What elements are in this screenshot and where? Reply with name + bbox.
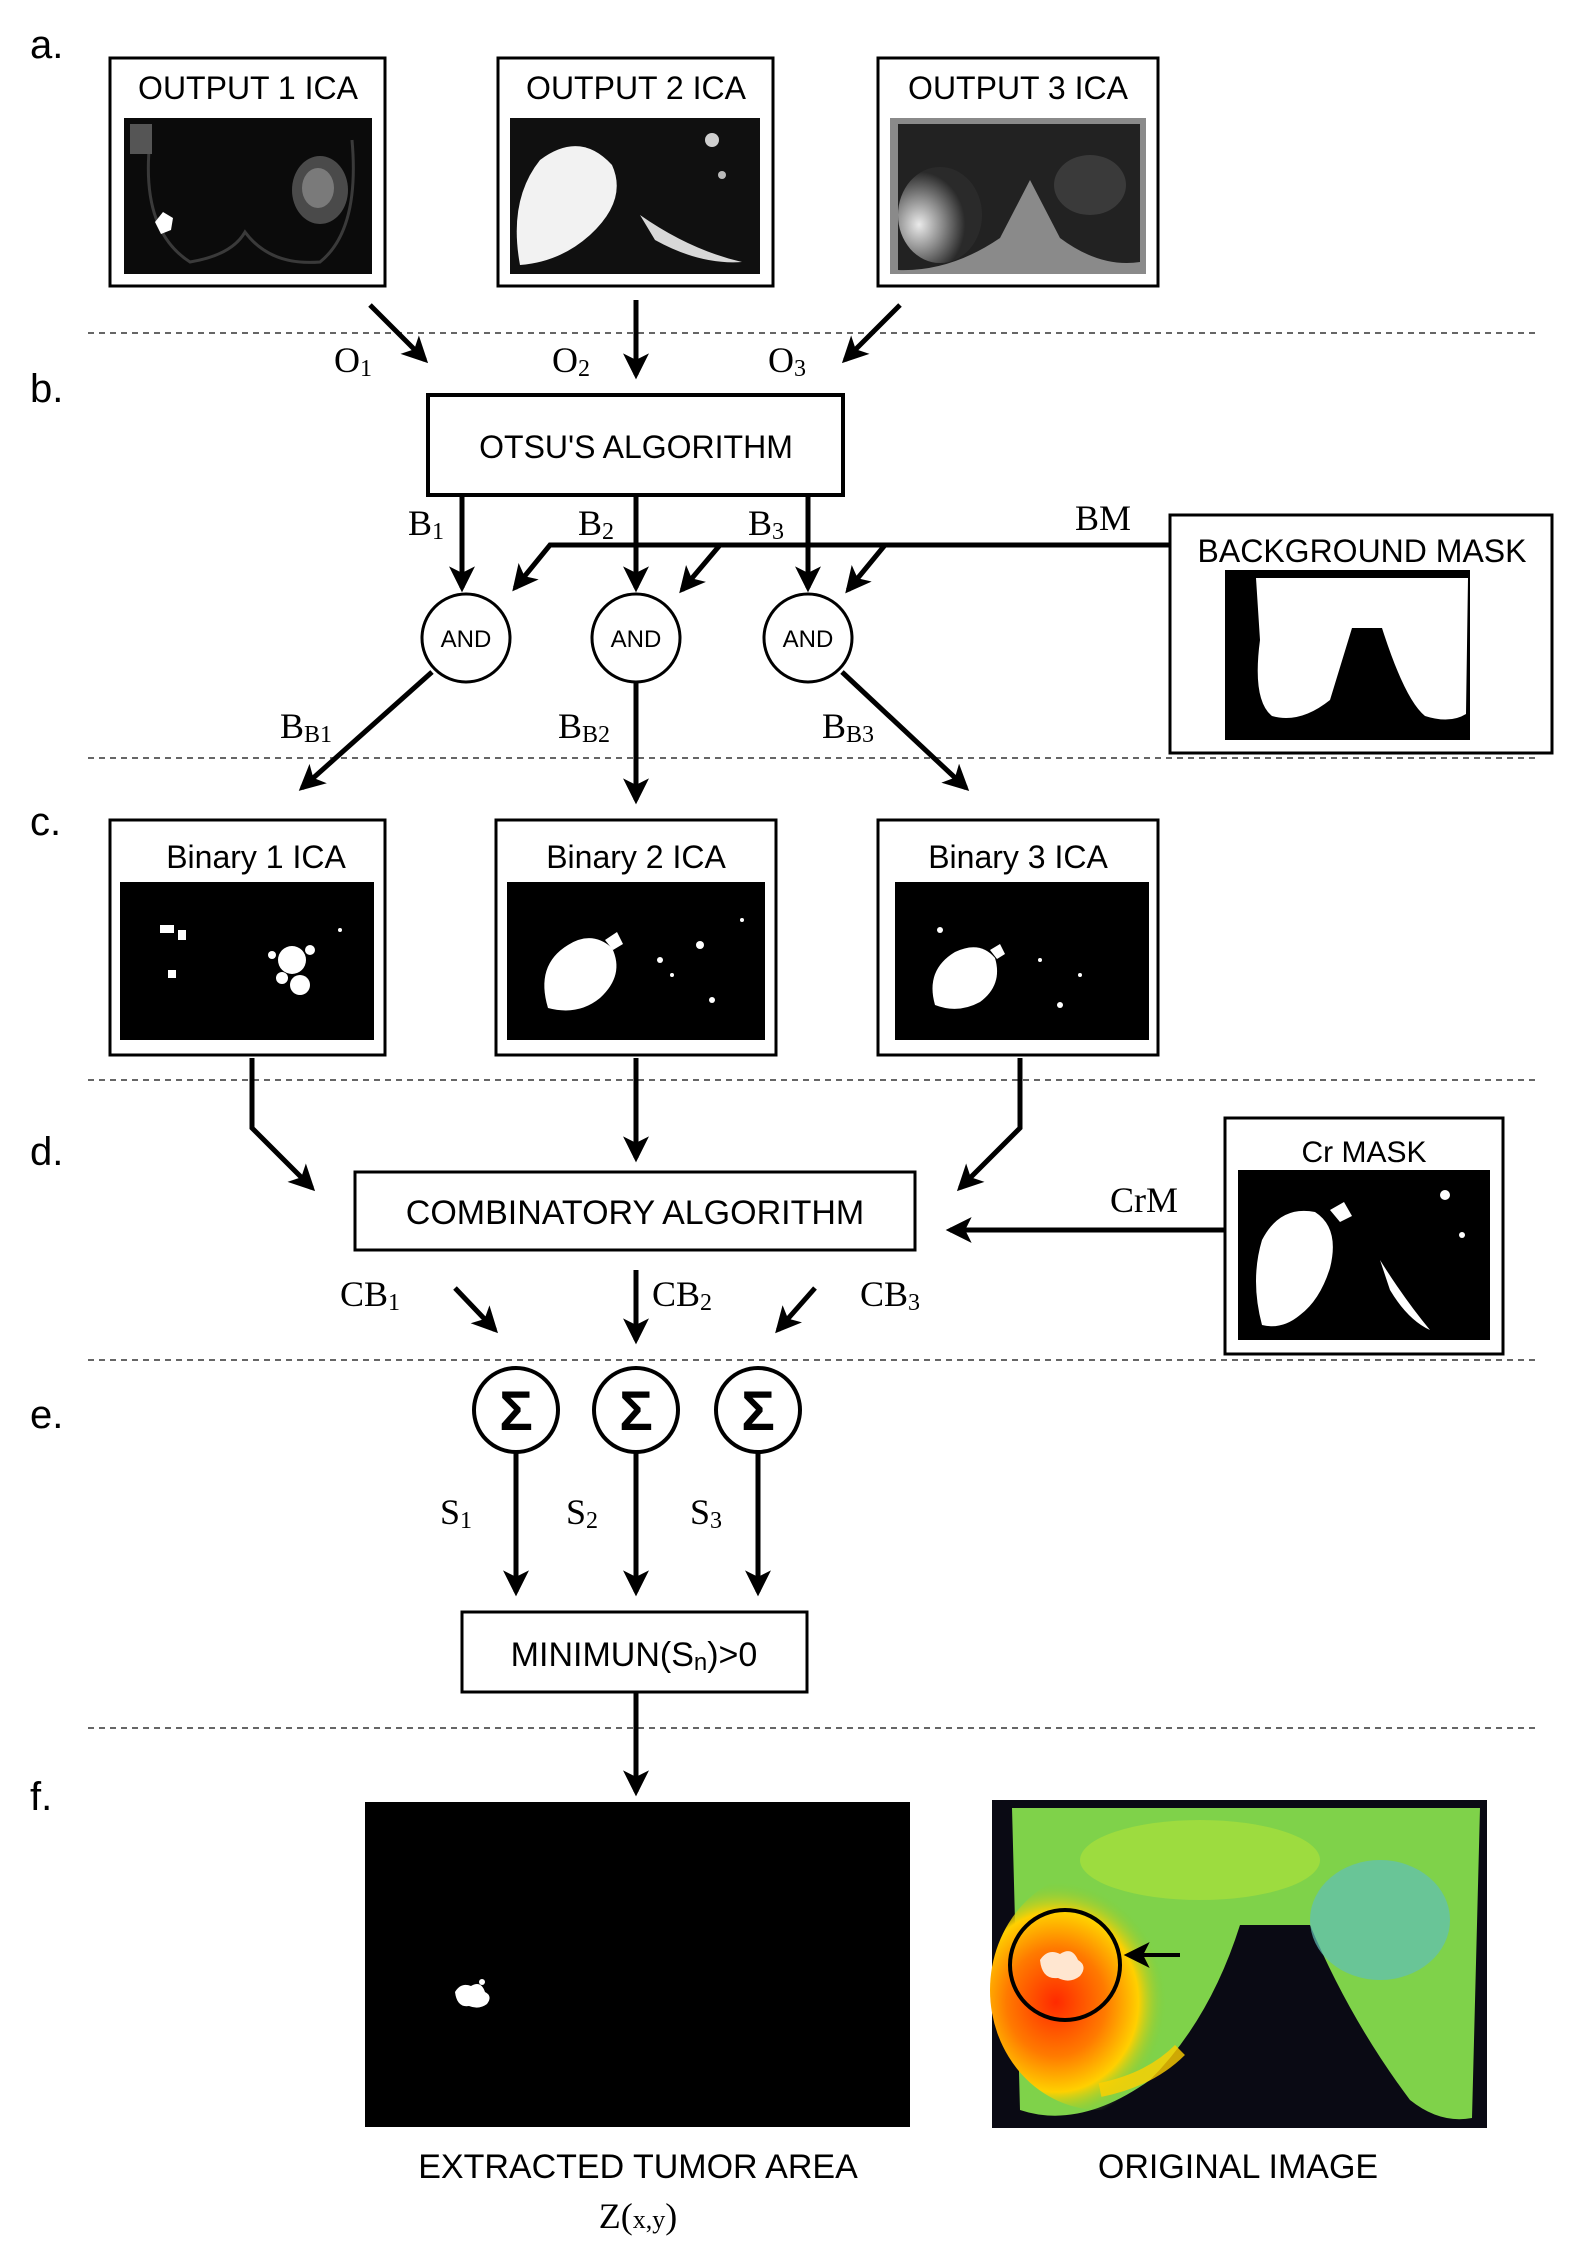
label-b1: B1 (408, 503, 444, 545)
label-cb1: CB1 (340, 1274, 400, 1316)
s-labels: S1 S2 S3 (440, 1492, 722, 1534)
label-s3: S3 (690, 1492, 722, 1534)
arrows-combinatory-to-sigma (453, 1270, 817, 1345)
binary-3-ica-panel: Binary 3 ICA (876, 818, 1160, 1057)
label-bb2: BB2 (558, 706, 610, 748)
extracted-tumor-label: EXTRACTED TUMOR AREA (418, 2148, 858, 2186)
binary-2-ica-panel: Binary 2 ICA (494, 818, 778, 1057)
label-bm: BM (1075, 498, 1131, 538)
otsu-algorithm-box (426, 393, 845, 497)
cr-mask-title: Cr MASK (1301, 1136, 1426, 1169)
extracted-tumor-image (365, 1802, 910, 2127)
arrows-sigma-to-minimum (503, 1452, 771, 1597)
label-b3: B3 (748, 503, 784, 545)
otsu-algorithm-label: OTSU'S ALGORITHM (479, 429, 793, 465)
section-labels: a. b. c. d. e. f. (30, 23, 63, 1819)
section-label-b: b. (30, 367, 63, 411)
arrows-otsu-to-and (449, 495, 821, 593)
and-gate-1: AND (420, 592, 512, 684)
cb-labels: CB1 CB2 CB3 (340, 1274, 920, 1316)
and-gates: AND AND AND (420, 592, 854, 684)
sigma-node-1: Σ (472, 1366, 560, 1454)
and-gate-3: AND (762, 592, 854, 684)
section-label-a: a. (30, 23, 63, 67)
label-s1: S1 (440, 1492, 472, 1534)
label-crm: CrM (1110, 1180, 1178, 1220)
binary-2-image (507, 882, 765, 1040)
cr-mask-panel: Cr MASK (1223, 1116, 1505, 1356)
background-mask-panel: BACKGROUND MASK (1168, 513, 1554, 755)
sigma-symbol-1: Σ (499, 1379, 533, 1442)
binary-1-image (120, 882, 374, 1040)
and-gate-1-label: AND (441, 626, 492, 653)
section-label-c: c. (30, 800, 61, 844)
section-label-d: d. (30, 1130, 63, 1174)
arrows-binary-to-combinatory (249, 1058, 1023, 1192)
b-labels: B1 B2 B3 (408, 503, 784, 545)
output-2-ica-panel: OUTPUT 2 ICA (496, 56, 775, 288)
output-3-title: OUTPUT 3 ICA (908, 70, 1129, 106)
label-o3: O3 (768, 340, 806, 382)
section-label-f: f. (30, 1775, 52, 1819)
background-mask-title: BACKGROUND MASK (1198, 533, 1527, 569)
label-cb2: CB2 (652, 1274, 712, 1316)
combinatory-algorithm-label: COMBINATORY ALGORITHM (406, 1194, 864, 1232)
sigma-node-3: Σ (714, 1366, 802, 1454)
binary-1-ica-panel: Binary 1 ICA (108, 818, 387, 1057)
label-o2: O2 (552, 340, 590, 382)
sigma-symbol-2: Σ (619, 1379, 653, 1442)
and-gate-2: AND (590, 592, 682, 684)
o-labels: O1 O2 O3 (334, 340, 806, 382)
sigma-symbol-3: Σ (741, 1379, 775, 1442)
binary-3-title: Binary 3 ICA (928, 839, 1108, 875)
original-image-label: ORIGINAL IMAGE (1098, 2148, 1378, 2186)
label-bb3: BB3 (822, 706, 874, 748)
minimum-label: MINIMUN(Sn)>0 (511, 1636, 758, 1676)
minimum-box (460, 1610, 809, 1694)
and-gate-2-label: AND (611, 626, 662, 653)
summation-nodes: Σ Σ Σ (472, 1366, 802, 1454)
label-b2: B2 (578, 503, 614, 545)
tumor-highlight-circle (1008, 1908, 1122, 2022)
section-label-e: e. (30, 1393, 63, 1437)
binary-2-title: Binary 2 ICA (546, 839, 726, 875)
extracted-tumor-panel (365, 1802, 910, 2127)
arrows-output-to-otsu (368, 300, 902, 380)
section-separators (88, 332, 1540, 1729)
z-label: Z(x,y) (599, 2196, 677, 2236)
label-bb1: BB1 (280, 706, 332, 748)
output-1-title: OUTPUT 1 ICA (138, 70, 359, 106)
and-gate-3-label: AND (783, 626, 834, 653)
arrows-and-to-binary (298, 670, 970, 805)
background-mask-feed (512, 542, 1170, 594)
output-1-ica-panel: OUTPUT 1 ICA (108, 56, 387, 288)
label-s2: S2 (566, 1492, 598, 1534)
binary-1-title: Binary 1 ICA (166, 839, 346, 875)
original-thermal-panel (990, 1800, 1487, 2128)
bb-labels: BB1 BB2 BB3 (280, 706, 874, 748)
output-2-title: OUTPUT 2 ICA (526, 70, 747, 106)
combinatory-algorithm-box (353, 1170, 917, 1252)
output-3-ica-panel: OUTPUT 3 ICA (876, 56, 1160, 288)
label-o1: O1 (334, 340, 372, 382)
sigma-node-2: Σ (592, 1366, 680, 1454)
binary-3-image (895, 882, 1149, 1040)
label-cb3: CB3 (860, 1274, 920, 1316)
